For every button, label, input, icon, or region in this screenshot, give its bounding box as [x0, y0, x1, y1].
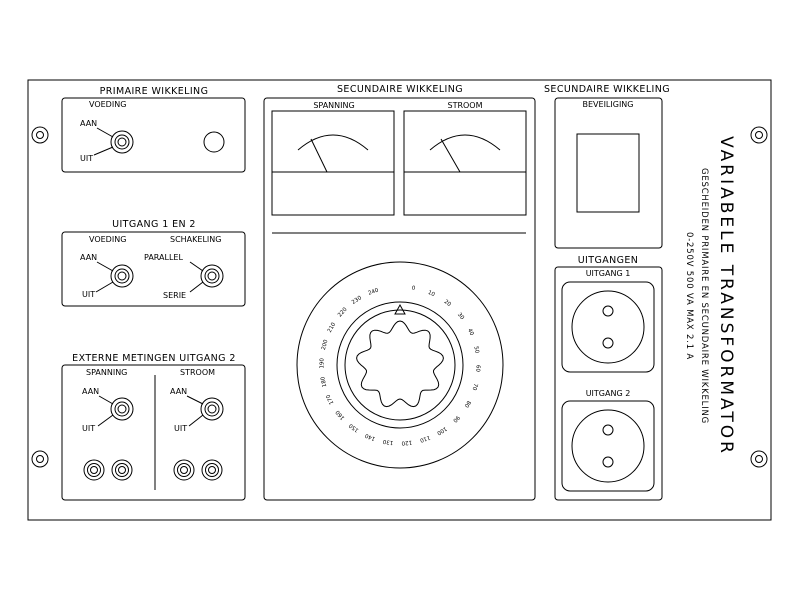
- uitgang12-box: [61, 231, 246, 307]
- dial-scale-label: 220: [337, 306, 349, 318]
- uitgang12-aan-label: AAN: [80, 253, 97, 262]
- externe-stroom-aan-label: AAN: [170, 387, 187, 396]
- secundaire-header: SECUNDAIRE WIKKELING: [337, 84, 463, 95]
- panel-subtitle: GESCHEIDEN PRIMAIRE EN SECUNDAIRE WIKKEL…: [699, 168, 709, 424]
- dial-scale-label: 60: [474, 365, 480, 373]
- voltmeter: [271, 110, 395, 216]
- secundaire-right-header: SECUNDAIRE WIKKELING: [544, 84, 670, 95]
- primaire-power-switch[interactable]: [110, 130, 134, 154]
- mounting-screw-top-left: [31, 126, 49, 144]
- uitgang12-serie-label: SERIE: [163, 291, 186, 300]
- secundaire-box: [263, 97, 536, 501]
- uitgang12-mode-switch[interactable]: [200, 264, 224, 288]
- ammeter-needle: [440, 138, 461, 173]
- externe-header: EXTERNE METINGEN UITGANG 2: [72, 353, 236, 364]
- dial-scale-label: 70: [470, 382, 478, 391]
- variac-pointer-icon: [394, 303, 406, 315]
- dial-scale-label: 40: [466, 328, 475, 337]
- dial-scale-label: 170: [325, 393, 335, 406]
- uitgang12-parallel-label: PARALLEL: [144, 253, 183, 262]
- variac-dial-outer-ring: [296, 261, 504, 469]
- primaire-header: PRIMAIRE WIKKELING: [100, 86, 209, 97]
- dial-scale-label: 10: [427, 290, 436, 299]
- dial-scale-label: 20: [443, 299, 453, 308]
- uitgang12-voeding-label: VOEDING: [89, 235, 126, 244]
- beveiliging-label: BEVEILIGING: [583, 100, 634, 109]
- externe-spanning-aan-label: AAN: [82, 387, 99, 396]
- ammeter: [403, 110, 527, 216]
- dial-scale-label: 200: [321, 339, 330, 351]
- externe-stroom-jack-1[interactable]: [173, 459, 195, 481]
- dial-scale-label: 110: [419, 434, 431, 443]
- externe-stroom-switch[interactable]: [200, 397, 224, 421]
- uitgangen-header: UITGANGEN: [578, 255, 639, 266]
- dial-scale-label: 150: [348, 422, 360, 433]
- dial-scale-label: 120: [401, 439, 412, 446]
- fuse-holder[interactable]: [576, 133, 640, 213]
- uitgang12-header: UITGANG 1 EN 2: [112, 219, 196, 230]
- externe-spanning-uit-label: UIT: [82, 424, 95, 433]
- panel-title: VARIABELE TRANSFORMATOR: [716, 136, 736, 456]
- uitgang2-label: UITGANG 2: [586, 389, 631, 398]
- dial-scale-label: 160: [335, 408, 347, 420]
- uitgang1-socket[interactable]: [561, 281, 655, 373]
- primaire-indicator-lamp: [203, 131, 225, 153]
- meter-stroom-label: STROOM: [447, 101, 482, 110]
- primaire-aan-label: AAN: [80, 119, 97, 128]
- externe-spanning-switch[interactable]: [110, 397, 134, 421]
- externe-spanning-jack-1[interactable]: [83, 459, 105, 481]
- externe-spanning-jack-2[interactable]: [111, 459, 133, 481]
- mounting-screw-bottom-right: [750, 450, 768, 468]
- variac-knob[interactable]: [344, 309, 456, 421]
- externe-stroom-uit-label: UIT: [174, 424, 187, 433]
- dial-scale-label: 80: [462, 399, 471, 408]
- externe-stroom-label: STROOM: [180, 368, 215, 377]
- voltmeter-needle: [310, 138, 328, 173]
- primaire-box: [61, 97, 246, 173]
- meter-spanning-label: SPANNING: [313, 101, 354, 110]
- dial-scale-label: 130: [382, 438, 394, 446]
- mounting-screw-top-right: [750, 126, 768, 144]
- dial-scale-label: 30: [456, 312, 465, 322]
- dial-scale-label: 0: [411, 285, 416, 292]
- uitgangen-box: [554, 266, 663, 501]
- externe-stroom-jack-2[interactable]: [201, 459, 223, 481]
- primaire-uit-label: UIT: [80, 154, 93, 163]
- dial-scale-label: 50: [472, 346, 479, 355]
- dial-scale-label: 240: [368, 287, 380, 296]
- dial-scale-label: 210: [327, 321, 338, 334]
- uitgang2-socket[interactable]: [561, 400, 655, 492]
- primaire-voeding-label: VOEDING: [89, 100, 126, 109]
- variac-dial-scale-ring: [336, 301, 464, 429]
- uitgang12-uit-label: UIT: [82, 290, 95, 299]
- dial-scale-label: 180: [320, 376, 328, 388]
- externe-spanning-label: SPANNING: [86, 368, 127, 377]
- dial-scale-label: 90: [451, 414, 461, 424]
- mounting-screw-bottom-left: [31, 450, 49, 468]
- externe-box: [61, 364, 246, 501]
- dial-scale-label: 190: [319, 357, 325, 368]
- beveiliging-box: [554, 97, 663, 249]
- uitgang12-power-switch[interactable]: [110, 264, 134, 288]
- panel-specs: 0-250V 500 VA MAX 2.1 A: [684, 232, 694, 360]
- uitgang1-label: UITGANG 1: [586, 269, 631, 278]
- uitgang12-schakeling-label: SCHAKELING: [170, 235, 221, 244]
- dial-scale-label: 140: [364, 432, 376, 442]
- dial-scale-label: 230: [351, 295, 363, 306]
- panel-border: [27, 79, 772, 521]
- dial-scale-label: 100: [435, 425, 447, 436]
